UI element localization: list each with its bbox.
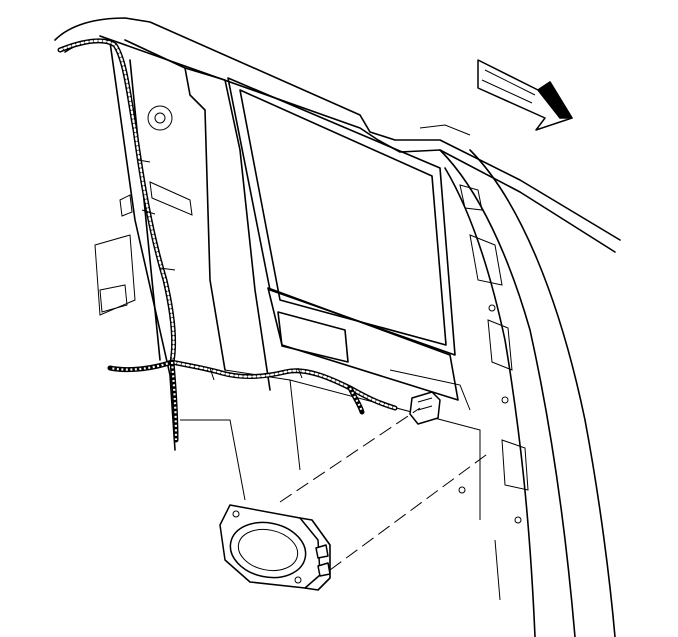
- speaker-connector: [409, 391, 441, 425]
- window-opening: [227, 77, 456, 356]
- installation-lines: [279, 407, 491, 571]
- pillar-hole-icon: [147, 105, 173, 131]
- c-pillar: [439, 149, 616, 637]
- roof-rail: [54, 17, 621, 253]
- b-pillar-frame: [94, 39, 271, 451]
- speaker-assembly: [219, 504, 331, 591]
- wiring-harness: [57, 38, 398, 443]
- direction-arrow: [477, 59, 573, 131]
